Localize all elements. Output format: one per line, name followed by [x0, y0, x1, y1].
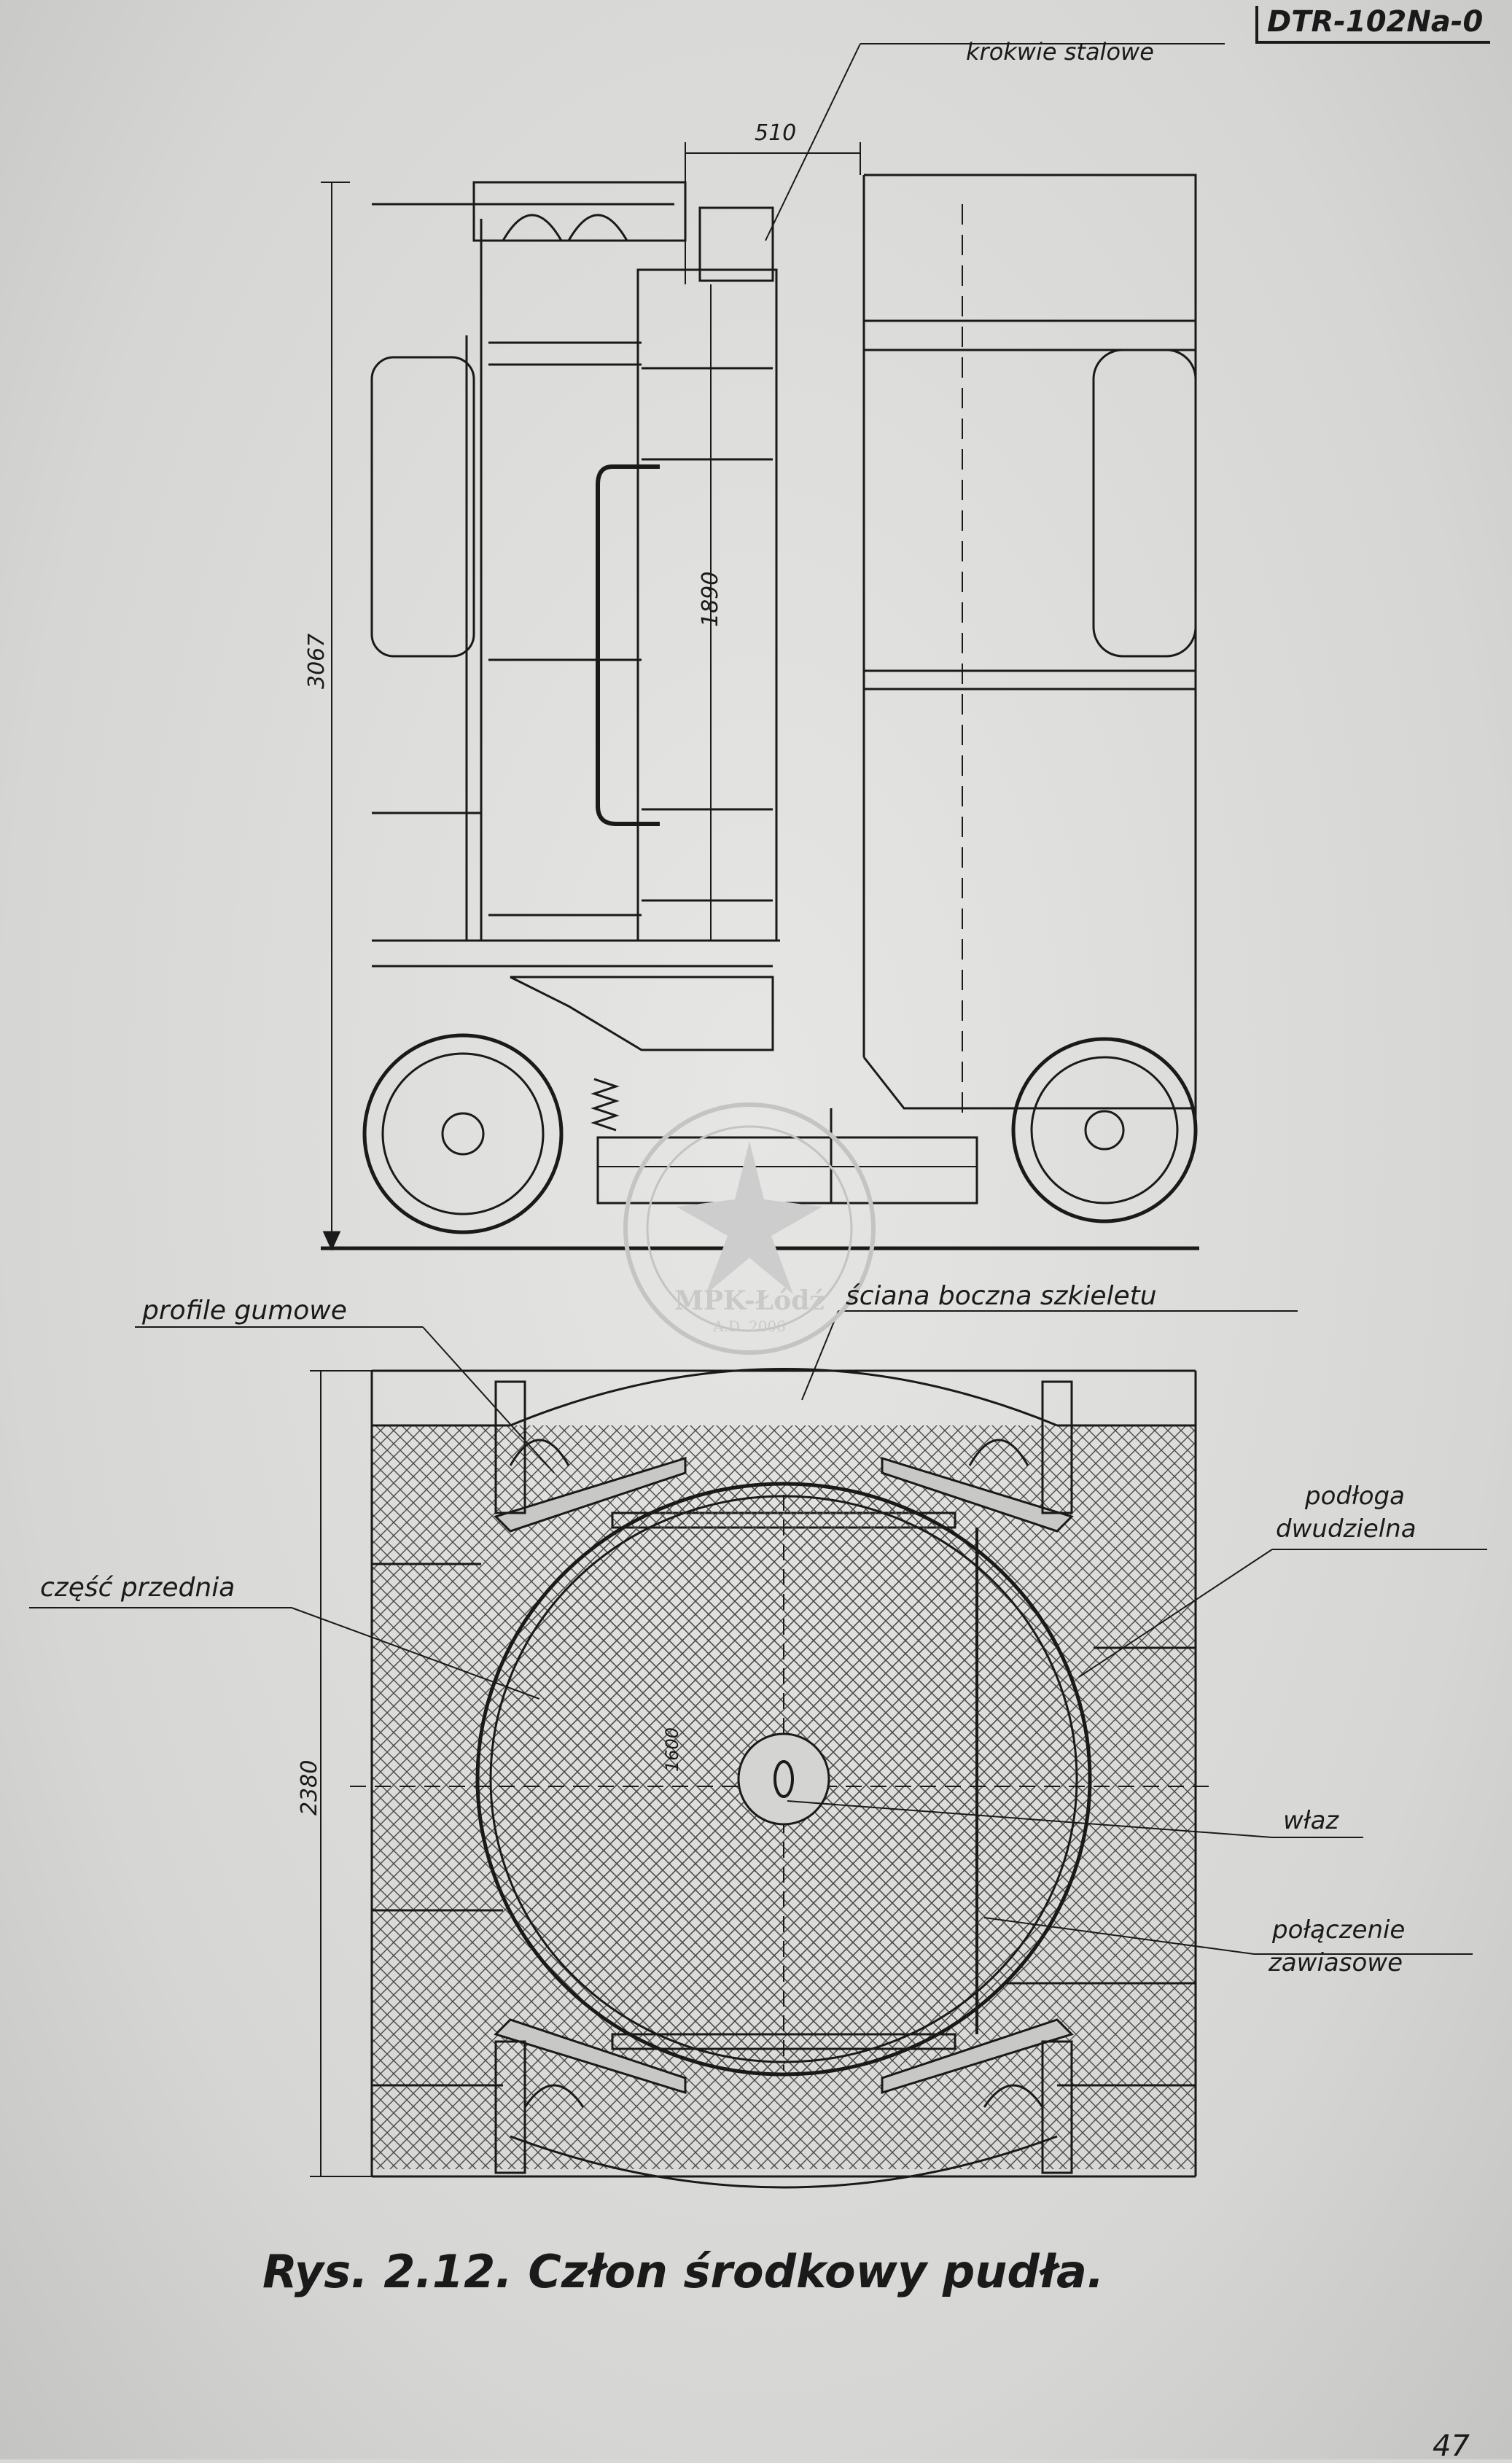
- label-steel-steps: krokwie stalowe: [966, 38, 1154, 66]
- label-split-floor-2: dwudzielna: [1276, 1514, 1416, 1544]
- page-number: 47: [1433, 2429, 1470, 2463]
- plan-view: [310, 1368, 1217, 2189]
- side-elevation: [321, 43, 1225, 1251]
- watermark-text: MPK-Łódź: [674, 1285, 825, 1316]
- label-split-floor-1: podłoga: [1305, 1482, 1405, 1511]
- dim-top-width: 510: [755, 120, 797, 146]
- label-hinge-1: połączenie: [1272, 1915, 1406, 1945]
- label-frame-side-wall: ściana boczna szkieletu: [846, 1281, 1157, 1311]
- watermark-seal: MPK-Łódź A.D. 2006: [618, 1097, 881, 1360]
- document-code: DTR-102Na-0: [1255, 6, 1491, 44]
- dim-overall-height: 3067: [304, 633, 330, 689]
- dim-disc-diameter: 1600: [662, 1727, 682, 1772]
- dim-step-height: 1890: [698, 571, 723, 627]
- label-rubber-profiles: profile gumowe: [142, 1296, 347, 1326]
- figure-caption: Rys. 2.12. Człon środkowy pudła.: [262, 2245, 1104, 2298]
- watermark-subtext: A.D. 2006: [713, 1318, 786, 1335]
- label-hinge-2: zawiasowe: [1269, 1948, 1403, 1977]
- label-front-part: część przednia: [40, 1573, 235, 1603]
- dim-plan-width: 2380: [297, 1759, 322, 1816]
- leader-lines: [29, 1310, 1487, 1955]
- label-hatch: właz: [1283, 1806, 1339, 1835]
